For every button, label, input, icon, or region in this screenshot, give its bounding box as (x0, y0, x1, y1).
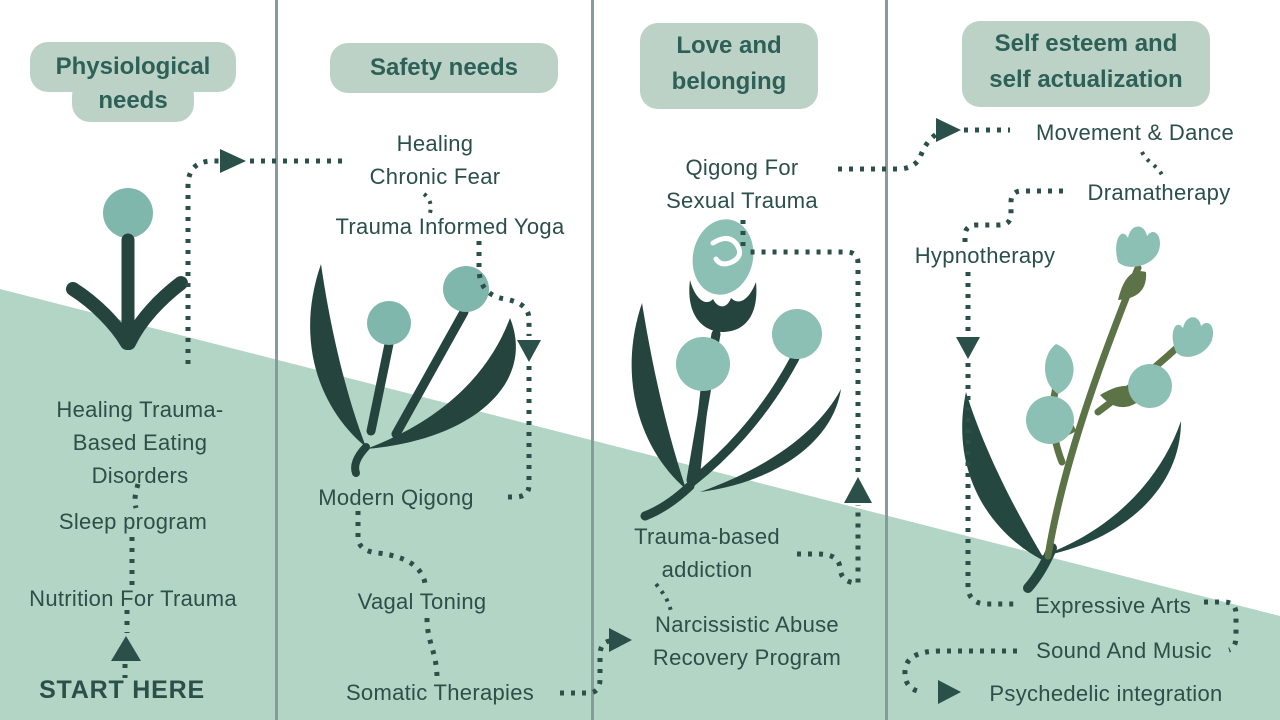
path-fear-to-yoga (422, 192, 433, 214)
bouquet-illustration (962, 226, 1214, 593)
two-buds-illustration (310, 264, 516, 477)
item-healing-trauma-based-eating-disorders: Healing Trauma- Based Eating Disorders (56, 393, 223, 492)
item-qigong-for-sexual-trauma: Qigong For Sexual Trauma (666, 151, 818, 217)
path-qigong-to-movement (838, 130, 940, 172)
header-self-esteem: Self esteem and self actualization (989, 26, 1182, 98)
label-line: Sexual Trauma (666, 188, 818, 213)
header-pill-love (640, 23, 818, 109)
item-expressive-arts: Expressive Arts (1034, 593, 1192, 618)
tulip-bud-illustration (631, 219, 841, 521)
item-healing-chronic-fear: Healing Chronic Fear (370, 127, 501, 193)
header-pill-self-esteem (962, 21, 1210, 107)
arrow-up-start-here (111, 636, 141, 661)
item-dramatherapy: Dramatherapy (1087, 180, 1231, 205)
path-up-to-qigong-sexual (750, 249, 861, 472)
column-divider-1 (275, 0, 278, 720)
header-love: Love and belonging (672, 28, 787, 100)
item-somatic-therapies: Somatic Therapies (345, 680, 535, 705)
header-pill-safety (330, 43, 558, 93)
label-line: Chronic Fear (369, 164, 501, 189)
header-safety: Safety needs (369, 54, 519, 81)
header-self-esteem-line2: self actualization (989, 66, 1183, 93)
arrow-right-narcissistic (609, 628, 632, 652)
path-to-modern-qigong (504, 366, 532, 500)
flow-arrowheads (111, 118, 980, 704)
item-modern-qigong: Modern Qigong (318, 485, 474, 510)
item-narcissistic-abuse-recovery-program: Narcissistic Abuse Recovery Program (653, 608, 841, 674)
path-addiction-up (797, 505, 861, 586)
start-here-marker: START HERE (39, 676, 205, 704)
path-vagal-to-somatic (424, 617, 440, 677)
header-love-line2: belonging (671, 68, 787, 95)
header-self-esteem-line1: Self esteem and (994, 30, 1178, 57)
item-sleep-program: Sleep program (58, 509, 208, 534)
item-trauma-based-addiction: Trauma-based addiction (634, 520, 780, 586)
header-physiological-line1: Physiological (55, 53, 211, 80)
item-vagal-toning: Vagal Toning (357, 589, 487, 614)
path-sound-to-psychedelic (902, 648, 1017, 695)
label-line: Healing Trauma- (56, 397, 224, 422)
arrow-down-hypno-path (956, 337, 980, 359)
column-divider-2 (591, 0, 594, 720)
label-line: Disorders (91, 463, 189, 488)
path-col1-to-col2 (185, 158, 220, 364)
item-hypnotherapy: Hypnotherapy (914, 243, 1056, 268)
label-line: Trauma-based (634, 524, 780, 549)
path-somatic-to-narcissistic (560, 638, 611, 696)
arrow-right-to-col2 (220, 149, 246, 173)
header-love-line1: Love and (676, 32, 782, 59)
path-movement-to-drama (1140, 151, 1165, 178)
header-physiological-line2: needs (98, 87, 168, 114)
sprout-illustration (66, 188, 188, 350)
label-line: Healing (396, 131, 474, 156)
arrow-up-to-qigong-sexual (844, 477, 872, 503)
path-expressive-to-sound (1204, 599, 1239, 653)
column-divider-3 (885, 0, 888, 720)
item-sound-and-music: Sound And Music (1036, 638, 1212, 663)
path-eating-to-sleep (132, 483, 141, 509)
label-line: Based Eating (72, 430, 208, 455)
path-qigong-to-vagal (355, 511, 428, 584)
item-trauma-informed-yoga: Trauma Informed Yoga (335, 214, 565, 239)
path-addiction-to-narcissistic (654, 582, 673, 612)
path-to-expressive-arts (965, 363, 1020, 607)
dotted-flow-paths (122, 127, 1239, 696)
item-movement-and-dance: Movement & Dance (1036, 120, 1234, 145)
item-psychedelic-integration: Psychedelic integration (989, 681, 1223, 706)
label-line: Qigong For (685, 155, 799, 180)
label-line: addiction (661, 557, 753, 582)
arrow-right-movement (936, 118, 961, 142)
label-line: Recovery Program (652, 645, 842, 670)
arrow-down-yoga-path (517, 340, 541, 362)
path-drama-to-hypno (962, 188, 1063, 246)
header-pill-physiological-bottom (72, 78, 194, 122)
arrow-right-psychedelic (938, 680, 961, 704)
label-line: Narcissistic Abuse (655, 612, 839, 637)
item-nutrition-for-trauma: Nutrition For Trauma (29, 586, 237, 611)
